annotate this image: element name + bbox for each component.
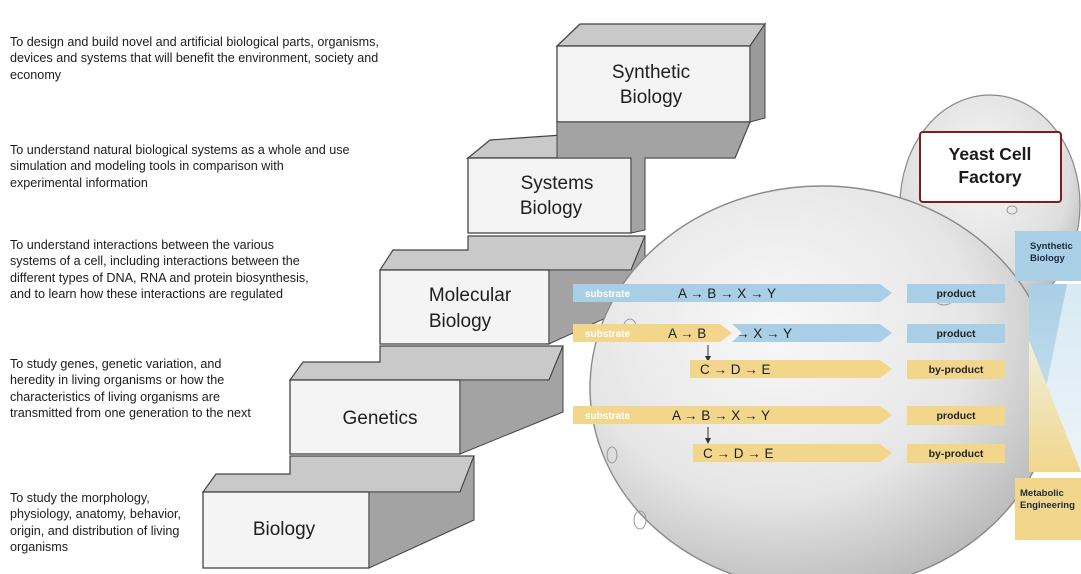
yeast-mother-cell <box>590 186 1054 574</box>
yeast-cell-factory-box: Yeast Cell Factory <box>920 132 1061 202</box>
step-label-molecular: Molecular <box>429 285 512 306</box>
product-label: product <box>936 288 976 300</box>
substrate-label: substrate <box>585 329 630 340</box>
pathway-abxy: A → B → X → Y <box>672 408 770 423</box>
byproduct-label: by-product <box>929 364 984 376</box>
byproduct-label: by-product <box>929 448 984 460</box>
step-label-systems: Systems <box>521 173 594 194</box>
step-label-synthetic-biology: Biology <box>620 87 683 108</box>
step-biology: Biology <box>203 456 474 568</box>
product-label: product <box>936 410 976 422</box>
pathway-xy: → X → Y <box>736 326 792 341</box>
step-label-synthetic: Synthetic <box>612 62 690 83</box>
substrate-label: substrate <box>585 289 630 300</box>
step-genetics: Genetics <box>290 346 563 454</box>
step-synthetic-biology: Synthetic Biology <box>557 24 765 122</box>
pathway-cde: C → D → E <box>700 362 771 377</box>
step-label-genetics: Genetics <box>343 408 418 429</box>
step-label-biology: Biology <box>253 519 316 540</box>
side-synthetic-biology-label: Biology <box>1030 253 1066 264</box>
side-synthetic-label: Synthetic <box>1030 241 1073 252</box>
step-label-molecular-biology: Biology <box>429 311 492 332</box>
factory-title-line2: Factory <box>958 167 1021 187</box>
pathway-cde: C → D → E <box>703 446 774 461</box>
pathway-abxy: A → B → X → Y <box>678 286 776 301</box>
side-metabolic-engineering-label: Engineering <box>1020 500 1075 511</box>
pathway-row-1: substrate A → B → X → Y product <box>573 284 1005 303</box>
substrate-label: substrate <box>585 411 630 422</box>
side-metabolic-label: Metabolic <box>1020 488 1064 499</box>
pathway-ab: A → B <box>668 326 706 341</box>
product-label: product <box>936 328 976 340</box>
step-label-systems-biology: Biology <box>520 198 583 219</box>
factory-title-line1: Yeast Cell <box>949 144 1032 164</box>
